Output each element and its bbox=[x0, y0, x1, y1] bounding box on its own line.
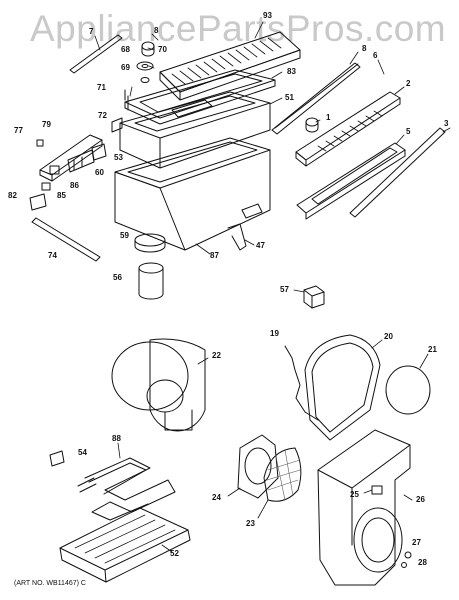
callout-88: 88 bbox=[112, 434, 121, 443]
part-liner-51 bbox=[119, 91, 271, 169]
part-duct-26 bbox=[317, 429, 411, 586]
callout-8-top: 8 bbox=[154, 26, 159, 35]
part-knob-68 bbox=[141, 41, 155, 57]
callout-25: 25 bbox=[350, 490, 359, 499]
part-clip-86 bbox=[49, 165, 60, 175]
callout-51: 51 bbox=[285, 93, 294, 102]
part-ring-24 bbox=[237, 434, 279, 499]
callout-53: 53 bbox=[114, 153, 123, 162]
part-tray-52 bbox=[59, 507, 191, 583]
part-block-57 bbox=[303, 285, 325, 309]
callout-7: 7 bbox=[89, 27, 94, 36]
callout-71: 71 bbox=[97, 83, 106, 92]
part-screw-27 bbox=[404, 551, 412, 559]
part-block-82 bbox=[29, 193, 47, 211]
part-wire-19 bbox=[284, 345, 319, 421]
part-frame-83 bbox=[124, 69, 276, 125]
watermark-text: AppliancePartsPros.com bbox=[30, 8, 447, 49]
part-strip-79 bbox=[39, 134, 103, 182]
part-blower-22 bbox=[111, 338, 206, 432]
part-clip-25 bbox=[371, 485, 383, 495]
part-strip-8 bbox=[271, 62, 361, 135]
part-knob-1 bbox=[305, 117, 319, 133]
part-rail-3 bbox=[349, 127, 446, 218]
callout-2: 2 bbox=[406, 79, 411, 88]
leader-lines bbox=[94, 21, 451, 553]
part-grille-2 bbox=[295, 91, 401, 167]
part-jar-56 bbox=[138, 262, 164, 300]
callout-82: 82 bbox=[8, 191, 17, 200]
part-tray-5 bbox=[296, 142, 406, 220]
callout-8-right: 8 bbox=[362, 44, 367, 53]
callout-87: 87 bbox=[210, 251, 219, 260]
part-clip-77 bbox=[36, 139, 44, 147]
callout-77: 77 bbox=[14, 126, 23, 135]
callout-3: 3 bbox=[444, 119, 449, 128]
callout-69: 69 bbox=[121, 63, 130, 72]
callout-6: 6 bbox=[373, 51, 378, 60]
callout-54: 54 bbox=[78, 448, 87, 457]
callout-86: 86 bbox=[70, 181, 79, 190]
callout-22: 22 bbox=[212, 351, 221, 360]
callout-72: 72 bbox=[98, 111, 107, 120]
callout-79: 79 bbox=[42, 120, 51, 129]
callout-60: 60 bbox=[95, 168, 104, 177]
part-filter-20 bbox=[304, 334, 381, 441]
callout-27: 27 bbox=[412, 538, 421, 547]
callout-1: 1 bbox=[326, 113, 331, 122]
part-bracket-47 bbox=[227, 203, 263, 251]
part-disc-21 bbox=[385, 365, 431, 415]
part-washer-69 bbox=[136, 61, 154, 83]
part-grille-93 bbox=[159, 31, 301, 101]
callout-59: 59 bbox=[120, 231, 129, 240]
part-cap-59 bbox=[134, 233, 166, 253]
part-switch-60 bbox=[67, 149, 95, 173]
callout-28: 28 bbox=[418, 558, 427, 567]
part-screen-23 bbox=[263, 447, 302, 502]
callout-68: 68 bbox=[121, 45, 130, 54]
callout-20: 20 bbox=[384, 332, 393, 341]
callout-21: 21 bbox=[428, 345, 437, 354]
art-number: (ART NO. WB11467) C bbox=[14, 580, 86, 587]
part-nut-28 bbox=[401, 562, 407, 568]
callout-74: 74 bbox=[48, 251, 57, 260]
part-rod-74 bbox=[31, 217, 101, 262]
callout-56: 56 bbox=[113, 273, 122, 282]
callout-24: 24 bbox=[212, 493, 221, 502]
callout-47: 47 bbox=[256, 241, 265, 250]
callout-57: 57 bbox=[280, 285, 289, 294]
part-clip-85 bbox=[41, 182, 51, 191]
callout-85: 85 bbox=[57, 191, 66, 200]
part-bracket-72 bbox=[111, 117, 123, 133]
callout-83: 83 bbox=[287, 67, 296, 76]
callout-26: 26 bbox=[416, 495, 425, 504]
callout-23: 23 bbox=[246, 519, 255, 528]
part-screw-71 bbox=[124, 89, 129, 111]
part-bracket-54 bbox=[49, 450, 65, 467]
callout-70: 70 bbox=[158, 45, 167, 54]
callout-93: 93 bbox=[263, 11, 272, 20]
part-housing-87 bbox=[114, 137, 271, 251]
part-element-88 bbox=[77, 457, 176, 521]
callout-19: 19 bbox=[270, 329, 279, 338]
callout-5: 5 bbox=[406, 127, 411, 136]
part-rail-7 bbox=[69, 34, 123, 74]
callout-52: 52 bbox=[170, 549, 179, 558]
